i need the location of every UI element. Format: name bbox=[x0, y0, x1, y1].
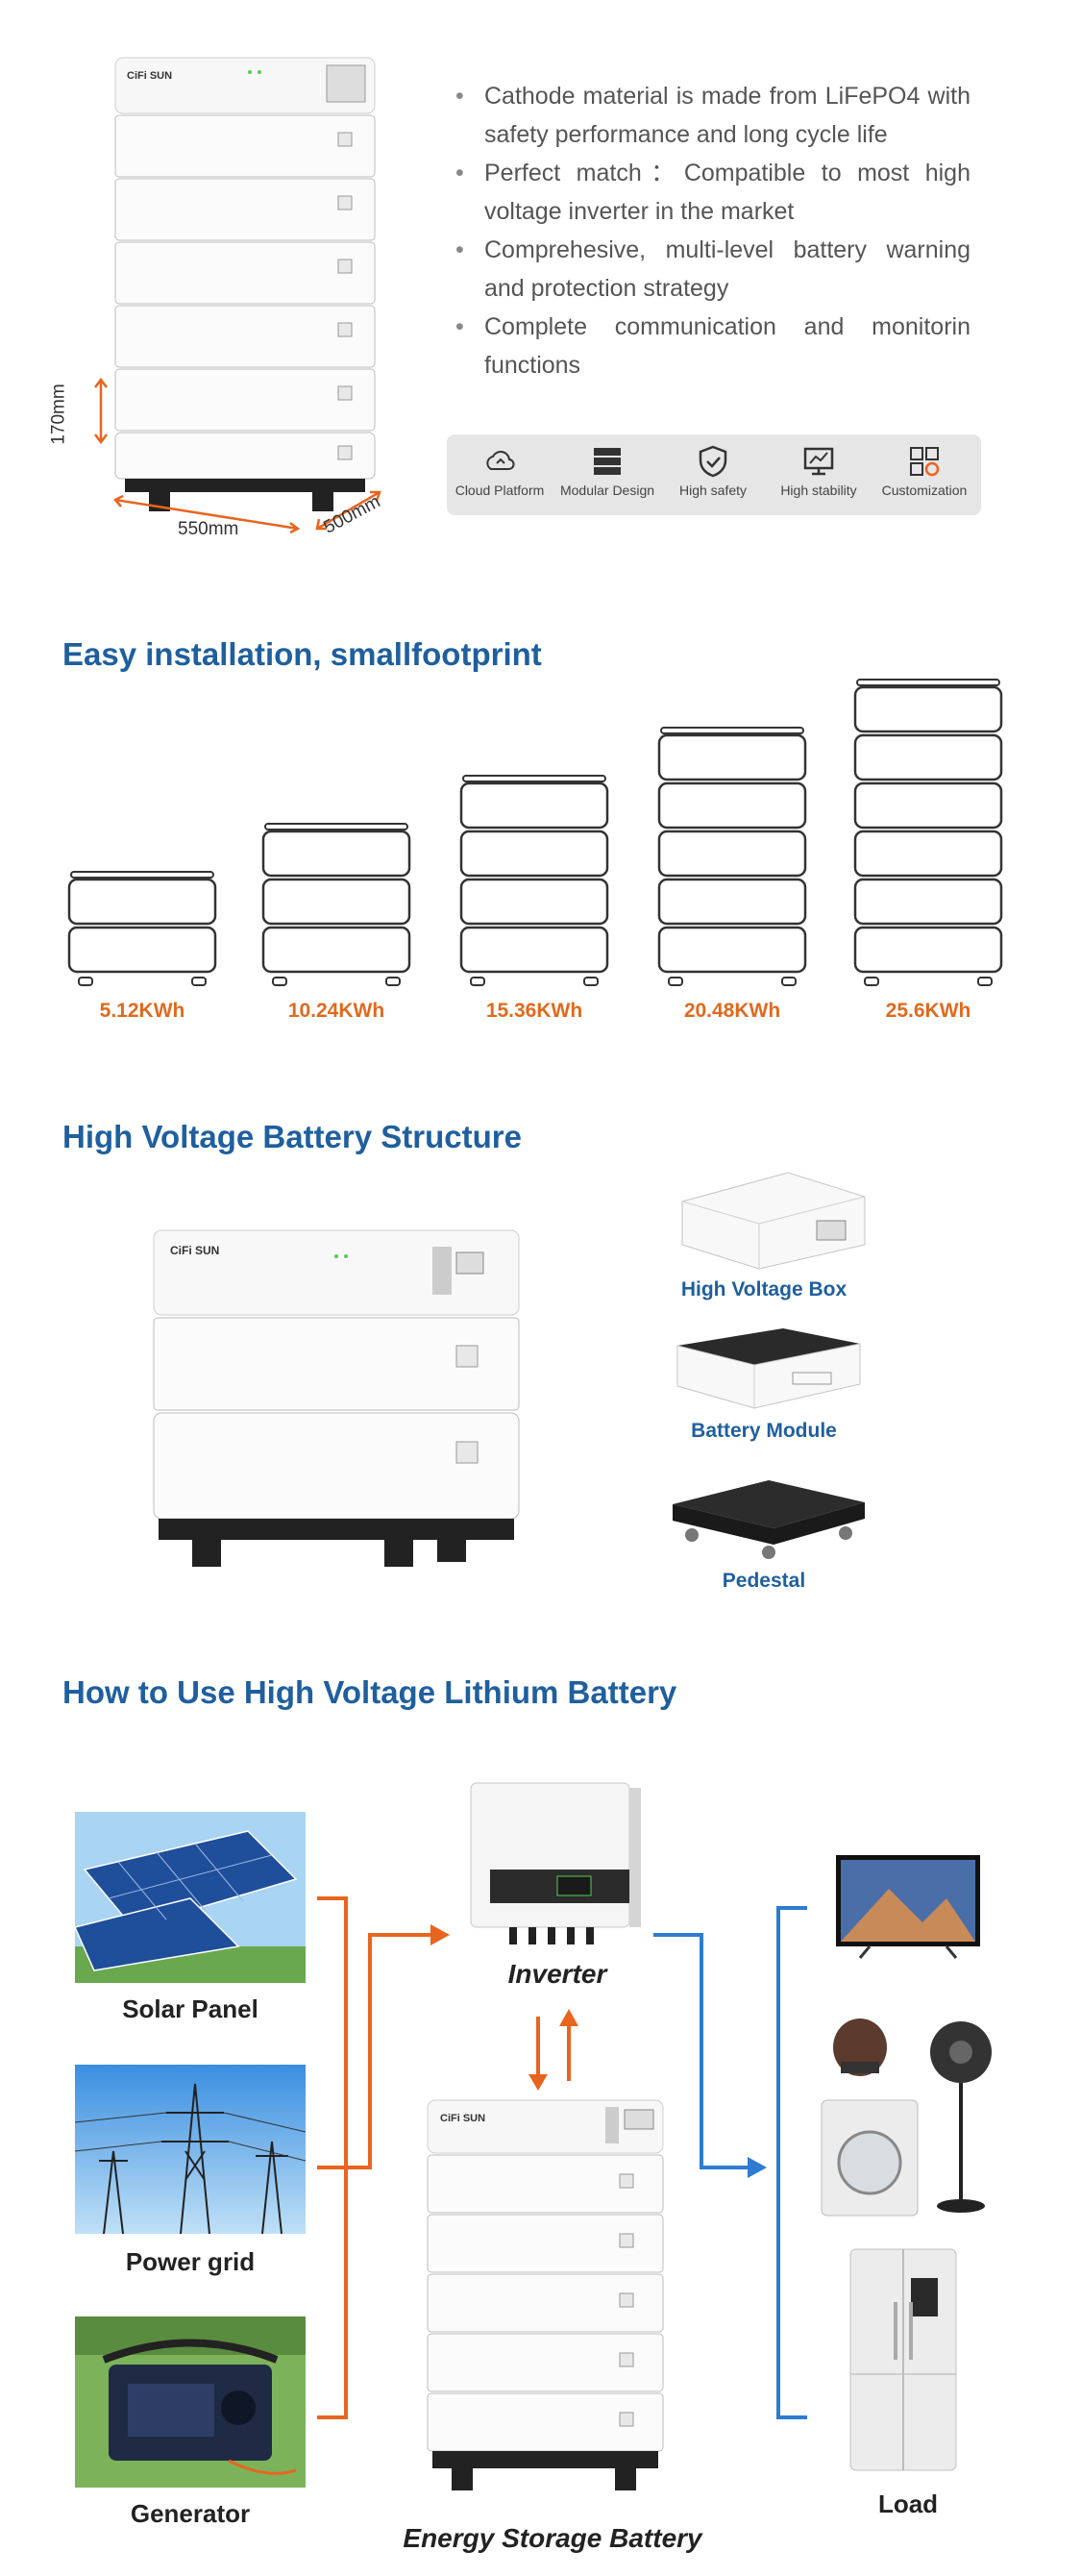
shield-icon bbox=[699, 445, 727, 478]
structure-title: High Voltage Battery Structure bbox=[62, 1119, 522, 1154]
battery-stack-image: CiFi SUN bbox=[94, 57, 381, 534]
capacity-module bbox=[657, 878, 807, 926]
part-label-pedestal: Pedestal bbox=[722, 1570, 806, 1592]
capacity-module bbox=[67, 878, 217, 926]
capacity-stack bbox=[459, 775, 609, 986]
power-grid-image bbox=[75, 2065, 306, 2234]
feature-modular-design: Modular Design bbox=[554, 444, 660, 498]
capacity-module bbox=[853, 781, 1003, 830]
source-label-solar: Solar Panel bbox=[122, 1994, 258, 2023]
capacity-label: 5.12KWh bbox=[99, 1000, 185, 1022]
capacity-stack bbox=[261, 823, 411, 986]
svg-text:CiFi SUN: CiFi SUN bbox=[170, 1244, 219, 1257]
capacity-label: 25.6KWh bbox=[885, 1000, 971, 1022]
capacity-stacks bbox=[67, 679, 1003, 986]
bullet-item: Cathode material is made from LiFePO4 wi… bbox=[452, 77, 970, 154]
usage-title: How to Use High Voltage Lithium Battery bbox=[62, 1674, 677, 1710]
capacity-stack bbox=[67, 871, 217, 986]
capacity-module bbox=[459, 781, 609, 830]
solar-panel-image bbox=[75, 1812, 306, 1983]
part-label-battery-module: Battery Module bbox=[691, 1420, 837, 1442]
capacity-module bbox=[261, 830, 411, 878]
feature-label: High stability bbox=[780, 483, 857, 498]
energy-storage-battery-image: CiFi SUN bbox=[427, 2099, 664, 2490]
capacity-module bbox=[657, 733, 807, 781]
source-label-generator: Generator bbox=[130, 2499, 251, 2528]
capacity-label: 20.48KWh bbox=[683, 1000, 781, 1022]
generator-image bbox=[75, 2316, 306, 2488]
capacity-module bbox=[67, 926, 217, 974]
capacity-module bbox=[657, 926, 807, 974]
feature-bullets: Cathode material is made from LiFePO4 wi… bbox=[452, 77, 970, 384]
capacity-module bbox=[459, 926, 609, 974]
install-title: Easy installation, smallfootprint bbox=[62, 636, 542, 672]
capacity-stack bbox=[853, 679, 1003, 986]
svg-text:CiFi SUN: CiFi SUN bbox=[440, 2113, 485, 2124]
feature-customization: Customization bbox=[872, 444, 977, 498]
source-label-grid: Power grid bbox=[125, 2247, 256, 2276]
battery-module-image bbox=[676, 1328, 861, 1409]
feature-label: Customization bbox=[881, 483, 968, 498]
feature-label: Cloud Platform bbox=[455, 483, 545, 498]
capacity-module bbox=[261, 926, 411, 974]
capacity-module bbox=[853, 926, 1003, 974]
load-label: Load bbox=[877, 2489, 939, 2518]
tv-image bbox=[836, 1855, 980, 1959]
capacity-module bbox=[261, 878, 411, 926]
high-voltage-box-image bbox=[681, 1172, 866, 1270]
feature-high-safety: High safety bbox=[660, 444, 766, 498]
capacity-module bbox=[853, 878, 1003, 926]
grid-gear-icon bbox=[910, 447, 940, 477]
inverter-label: Inverter bbox=[507, 1959, 607, 1989]
capacity-module bbox=[657, 830, 807, 878]
part-label-high-voltage-box: High Voltage Box bbox=[680, 1278, 848, 1300]
pedestal-image bbox=[673, 1480, 865, 1559]
product-hero: CiFi SUN 170mm 550mm bbox=[49, 48, 404, 548]
fridge-image bbox=[849, 2248, 957, 2471]
cloud-icon bbox=[486, 451, 515, 470]
modules-icon bbox=[594, 448, 621, 475]
structure-battery-image: CiFi SUN bbox=[153, 1229, 520, 1567]
feature-label: Modular Design bbox=[559, 483, 655, 498]
appliances-image bbox=[821, 2019, 992, 2217]
feature-cloud-platform: Cloud Platform bbox=[447, 444, 553, 498]
capacity-stack bbox=[657, 727, 807, 986]
capacity-module bbox=[853, 830, 1003, 878]
capacity-module bbox=[853, 733, 1003, 781]
bullet-item: Comprehesive, multi-level battery warnin… bbox=[452, 231, 970, 308]
capacity-label: 10.24KWh bbox=[287, 1000, 385, 1022]
capacity-module bbox=[459, 878, 609, 926]
feature-high-stability: High stability bbox=[766, 444, 872, 498]
bullet-item: Perfect match：Compatible to most high vo… bbox=[452, 154, 970, 231]
battery-label: Energy Storage Battery bbox=[403, 2523, 702, 2553]
feature-icon-bar: Cloud Platform Modular Design High safet… bbox=[447, 434, 981, 515]
capacity-module bbox=[853, 685, 1003, 733]
capacity-module bbox=[657, 781, 807, 830]
capacity-label: 15.36KWh bbox=[485, 1000, 583, 1022]
monitor-icon bbox=[803, 447, 834, 476]
feature-label: High safety bbox=[678, 483, 748, 498]
inverter-image bbox=[470, 1782, 641, 1944]
bullet-item: Complete communication and monitorin fun… bbox=[452, 308, 970, 384]
brand-logo: CiFi SUN bbox=[127, 70, 172, 82]
capacity-module bbox=[459, 830, 609, 878]
dim-width-label: 550mm bbox=[178, 519, 239, 539]
